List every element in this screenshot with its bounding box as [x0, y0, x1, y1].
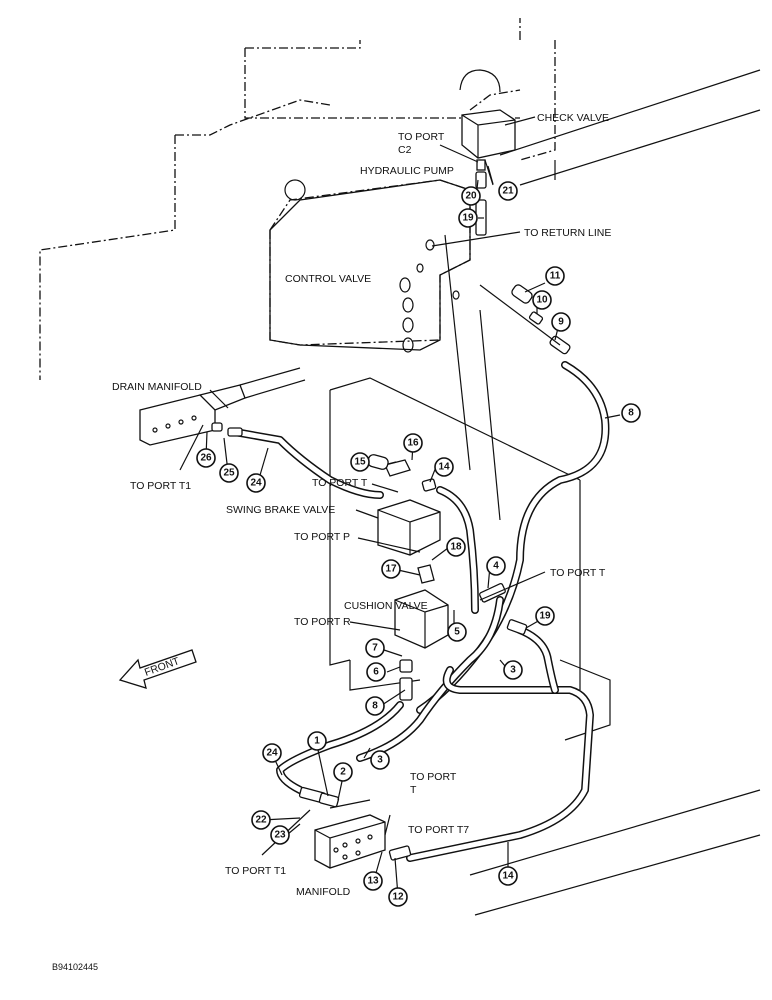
- callout: 7: [365, 638, 385, 658]
- callout: 10: [532, 290, 552, 310]
- swing-brake-valve-label: SWING BRAKE VALVE: [226, 504, 335, 516]
- to-port-t-cushion-label: TO PORT T: [550, 567, 606, 579]
- svg-text:26: 26: [200, 453, 212, 464]
- hydraulic-pump-label: HYDRAULIC PUMP: [360, 165, 454, 177]
- to-return-line-label: TO RETURN LINE: [524, 227, 611, 239]
- callout: 14: [498, 866, 518, 886]
- svg-text:11: 11: [550, 271, 561, 282]
- svg-text:3: 3: [510, 665, 516, 676]
- svg-text:22: 22: [255, 815, 267, 826]
- svg-text:8: 8: [372, 701, 378, 712]
- to-port-t7-label: TO PORT T7: [408, 824, 469, 836]
- callout: 9: [551, 312, 571, 332]
- to-port-t-lower-label-line2: T: [410, 784, 417, 796]
- svg-text:24: 24: [266, 748, 278, 759]
- callout: 1: [307, 731, 327, 751]
- svg-text:7: 7: [372, 643, 378, 654]
- callout: 12: [388, 887, 408, 907]
- svg-text:9: 9: [558, 317, 564, 328]
- callout: 20: [461, 186, 481, 206]
- svg-text:20: 20: [465, 191, 477, 202]
- to-port-p-label: TO PORT P: [294, 531, 350, 543]
- callout: 6: [366, 662, 386, 682]
- svg-text:3: 3: [377, 755, 383, 766]
- svg-text:1: 1: [314, 736, 320, 747]
- cushion-valve-label: CUSHION VALVE: [344, 600, 428, 612]
- to-port-t1-lower-label: TO PORT T1: [225, 865, 286, 877]
- svg-text:14: 14: [438, 462, 450, 473]
- front-arrow: FRONT: [118, 649, 197, 689]
- svg-text:2: 2: [340, 767, 346, 778]
- callout: 8: [621, 403, 641, 423]
- check-valve-assembly: [459, 69, 516, 236]
- svg-text:21: 21: [502, 186, 514, 197]
- svg-text:12: 12: [392, 892, 404, 903]
- callout: 13: [363, 871, 383, 891]
- svg-text:19: 19: [462, 213, 474, 224]
- callout: 8: [365, 696, 385, 716]
- hoses: [231, 361, 610, 862]
- svg-text:4: 4: [493, 561, 499, 572]
- callout: 18: [446, 537, 466, 557]
- svg-text:19: 19: [539, 611, 551, 622]
- callout: 3: [370, 750, 390, 770]
- to-port-r-label: TO PORT R: [294, 616, 351, 628]
- svg-text:8: 8: [628, 408, 634, 419]
- callout: 23: [270, 825, 290, 845]
- callout: 21: [498, 181, 518, 201]
- callout: 15: [350, 452, 370, 472]
- callout: 4: [486, 556, 506, 576]
- front-label: FRONT: [143, 655, 182, 679]
- text-labels: CHECK VALVE TO PORT C2 HYDRAULIC PUMP TO…: [52, 112, 611, 972]
- svg-text:16: 16: [407, 438, 419, 449]
- structure-lines: [329, 69, 761, 916]
- svg-text:23: 23: [274, 830, 286, 841]
- drain-manifold: [139, 367, 306, 446]
- callout: 24: [262, 743, 282, 763]
- drain-manifold-label: DRAIN MANIFOLD: [112, 381, 202, 393]
- control-valve: [269, 179, 471, 353]
- manifold-label: MANIFOLD: [296, 886, 351, 898]
- svg-text:24: 24: [250, 478, 262, 489]
- to-port-t1-upper-label: TO PORT T1: [130, 480, 191, 492]
- callout: 2: [333, 762, 353, 782]
- callout: 16: [403, 433, 423, 453]
- svg-text:14: 14: [502, 871, 514, 882]
- svg-text:13: 13: [367, 876, 379, 887]
- svg-text:17: 17: [385, 564, 397, 575]
- svg-text:18: 18: [450, 542, 462, 553]
- svg-text:5: 5: [454, 627, 460, 638]
- manifold: [298, 786, 412, 869]
- callout: 19: [535, 606, 555, 626]
- callout: 17: [381, 559, 401, 579]
- to-port-t-lower-label-line1: TO PORT: [410, 771, 457, 783]
- callout: 19: [458, 208, 478, 228]
- control-valve-label: CONTROL VALVE: [285, 273, 371, 285]
- svg-text:25: 25: [223, 468, 235, 479]
- svg-text:10: 10: [536, 295, 548, 306]
- drawing-code: B94102445: [52, 962, 98, 972]
- callout: 26: [196, 448, 216, 468]
- callout: 11: [545, 266, 565, 286]
- callout: 22: [251, 810, 271, 830]
- swing-brake-valve: [377, 459, 441, 584]
- callout: 25: [219, 463, 239, 483]
- callout: 5: [447, 622, 467, 642]
- to-port-t-brake-label: TO PORT T: [312, 477, 368, 489]
- check-valve-label: CHECK VALVE: [537, 112, 609, 124]
- to-port-c2-label-line1: TO PORT: [398, 131, 445, 143]
- callout: 3: [503, 660, 523, 680]
- callouts: 1 2 3 3 4 5 6 7 8 8 9 10 11 12 13 14 14 …: [196, 181, 641, 907]
- svg-text:6: 6: [373, 667, 379, 678]
- callout: 24: [246, 473, 266, 493]
- svg-text:15: 15: [354, 457, 366, 468]
- to-port-c2-label-line2: C2: [398, 144, 412, 156]
- callout: 14: [434, 457, 454, 477]
